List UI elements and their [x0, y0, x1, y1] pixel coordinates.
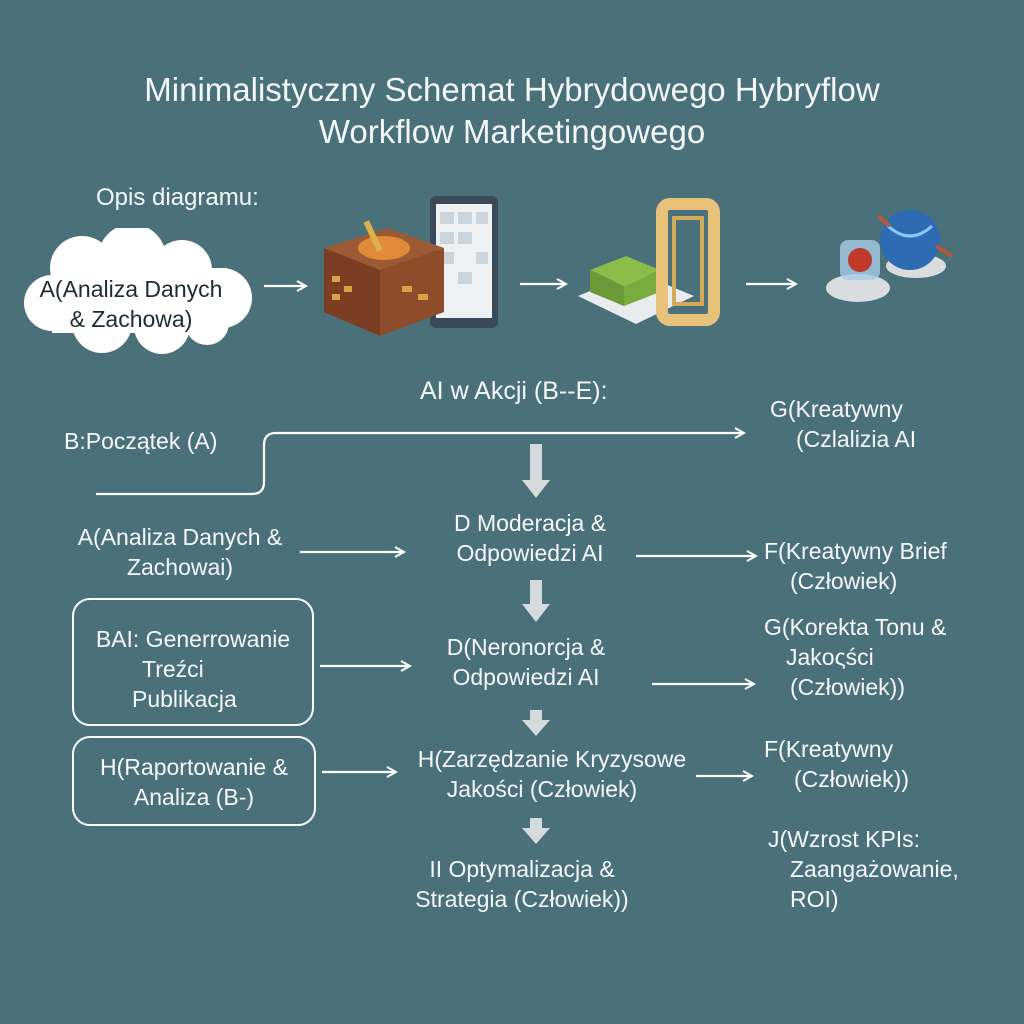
archive-box-icon	[324, 196, 498, 336]
cloud-text-line1: A(Analiza Danych	[39, 276, 223, 302]
h-left-line2: Analiza (B-)	[133, 784, 255, 810]
ai-header: AI w Akcji (B--E):	[420, 377, 608, 405]
down-arrow-3	[522, 710, 550, 736]
bai-box	[72, 598, 314, 726]
diagram-title-line1: Minimalistyczny Schemat Hybrydowego Hybr…	[144, 71, 880, 108]
down-arrow-2	[522, 580, 550, 622]
down-arrow-4	[522, 818, 550, 844]
cloud-icon	[24, 228, 252, 354]
d2-line2: Odpowiedzi AI	[452, 664, 600, 690]
g1-line1: G(Kreatywny	[770, 396, 903, 422]
h-center-line2: Jakości (Człowiek)	[446, 776, 638, 802]
package-icon	[578, 198, 720, 326]
bai-line3: Publikacja	[132, 686, 237, 712]
h-left-line1: H(Raportowanie &	[100, 754, 288, 780]
opis-label: Opis diagramu:	[96, 184, 259, 211]
diagram-title-line2: Workflow Marketingowego	[318, 113, 706, 150]
f2-line2: (Człowiek))	[794, 766, 909, 792]
d1-line2: Odpowiedzi AI	[456, 540, 604, 566]
f2-line1: F(Kreatywny	[764, 736, 894, 762]
b-start-label: B:Początek (A)	[64, 428, 218, 454]
d2-line1: D(Neronorcja &	[446, 634, 606, 660]
down-arrow-1	[522, 444, 550, 498]
j-line3: ROI)	[790, 886, 839, 912]
globe-robot-icon	[826, 210, 954, 302]
cloud-text-line2: & Zachowa)	[69, 306, 193, 332]
d1-line1: D Moderacja &	[453, 510, 607, 536]
h-left-box	[72, 736, 316, 826]
g1-line2: (Czlalizia AI	[796, 426, 917, 452]
j-line2: Zaangażowanie,	[790, 856, 959, 882]
g2-line2: Jakoςści	[786, 644, 874, 670]
connector-b-start	[96, 433, 744, 496]
g2-line3: (Człowiek))	[790, 674, 905, 700]
bai-line1: BAI: Generrowanie	[95, 626, 291, 652]
f1-line1: F(Kreatywny Brief	[764, 538, 947, 564]
i-line1: II Optymalizacja &	[429, 856, 615, 882]
j-line1: J(Wzrost KPIs:	[768, 826, 921, 852]
a-left-line2: Zachowai)	[126, 554, 234, 580]
bai-line2: Treźci	[142, 656, 204, 682]
a-left-line1: A(Analiza Danych &	[77, 524, 283, 550]
f1-line2: (Człowiek)	[790, 568, 898, 594]
h-center-line1: H(Zarzędzanie Kryzysowe	[417, 746, 687, 772]
i-line2: Strategia (Człowiek))	[415, 886, 629, 912]
g2-line1: G(Korekta Tonu &	[764, 614, 947, 640]
